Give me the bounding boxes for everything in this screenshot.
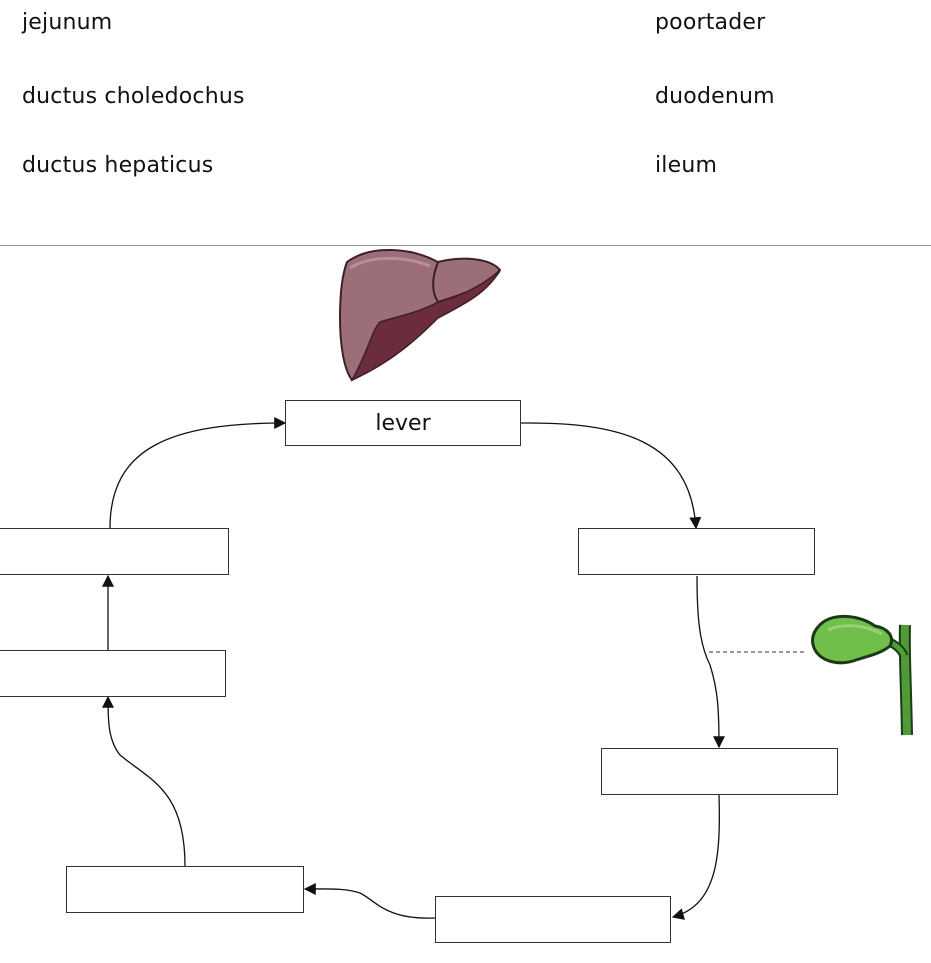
gallbladder-icon [811, 614, 913, 736]
word-ductus-choledochus[interactable]: ductus choledochus [22, 84, 245, 109]
drop-box-left-lower[interactable] [0, 650, 226, 697]
arrow-lever-to-right-upper [520, 422, 702, 530]
drop-box-bottom-left[interactable] [66, 866, 304, 913]
divider [0, 245, 931, 246]
drop-box-right-upper[interactable] [578, 528, 815, 575]
drop-box-left-upper[interactable] [0, 528, 229, 575]
word-poortader[interactable]: poortader [655, 10, 766, 35]
drop-box-right-lower[interactable] [601, 748, 838, 795]
word-duodenum[interactable]: duodenum [655, 84, 775, 109]
arrow-bottom-right-to-bottom-left [303, 882, 436, 919]
word-jejunum[interactable]: jejunum [22, 10, 113, 35]
arrow-right-upper-to-right-lower [696, 575, 725, 749]
arrow-right-lower-to-bottom-right [671, 794, 720, 920]
word-ductus-hepaticus[interactable]: ductus hepaticus [22, 153, 214, 178]
box-lever: lever [285, 400, 521, 446]
arrow-bottom-left-to-left-lower [102, 695, 186, 867]
drop-box-bottom-right[interactable] [435, 896, 671, 943]
arrow-left-upper-to-lever [109, 417, 287, 529]
word-ileum[interactable]: ileum [655, 153, 718, 178]
liver-icon [338, 248, 502, 382]
